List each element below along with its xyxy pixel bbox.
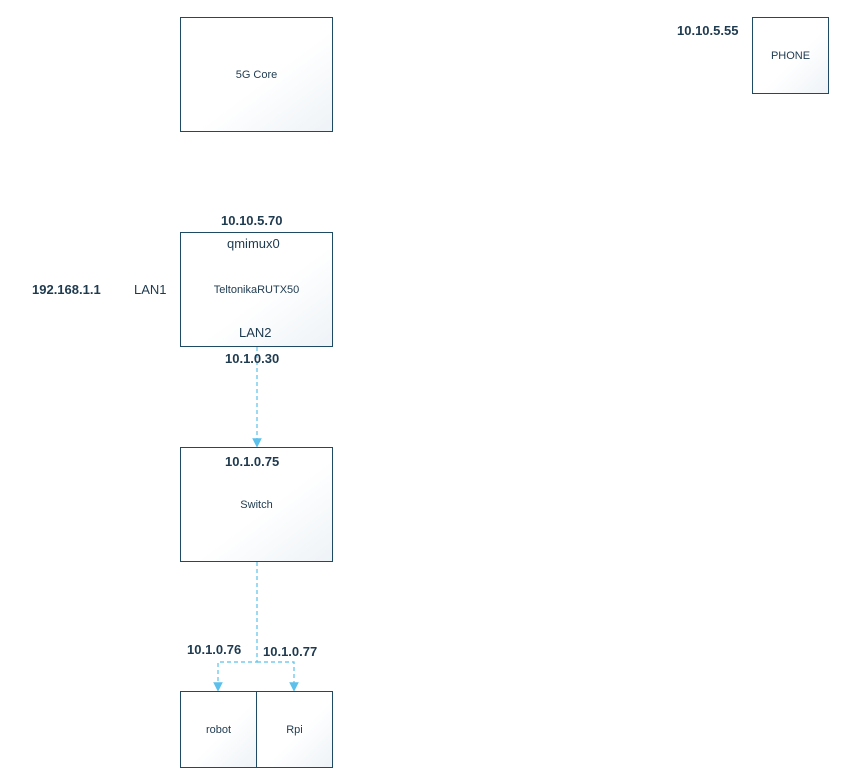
rpi-node[interactable]: Rpi xyxy=(256,691,333,768)
rpi-label: Rpi xyxy=(286,723,303,736)
robot-ip: 10.1.0.76 xyxy=(187,642,242,657)
switch-label: Switch xyxy=(240,498,273,511)
router-node[interactable]: TeltonikaRUTX50 xyxy=(180,232,333,347)
router-lan2-ip: 10.1.0.30 xyxy=(225,351,280,366)
phone-node[interactable]: PHONE xyxy=(752,17,829,94)
phone-label: PHONE xyxy=(770,49,811,62)
router-lan1-label: LAN1 xyxy=(134,282,167,297)
switch-ip: 10.1.0.75 xyxy=(225,454,280,469)
router-lan2-label: LAN2 xyxy=(239,325,272,340)
switch-node[interactable]: Switch xyxy=(180,447,333,562)
5g-core-node[interactable]: 5G Core xyxy=(180,17,333,132)
router-lan1-ip: 192.168.1.1 xyxy=(32,282,101,297)
robot-node[interactable]: robot xyxy=(180,691,257,768)
5g-core-label: 5G Core xyxy=(235,68,278,81)
phone-ip: 10.10.5.55 xyxy=(677,23,739,38)
rpi-ip: 10.1.0.77 xyxy=(263,644,318,659)
robot-label: robot xyxy=(205,723,232,736)
router-wan-ip: 10.10.5.70 xyxy=(221,213,283,228)
switch-to-robot-connector xyxy=(213,562,258,692)
router-label: TeltonikaRUTX50 xyxy=(213,283,300,296)
router-wan-interface: qmimux0 xyxy=(227,236,280,251)
switch-to-rpi-connector xyxy=(257,661,299,692)
